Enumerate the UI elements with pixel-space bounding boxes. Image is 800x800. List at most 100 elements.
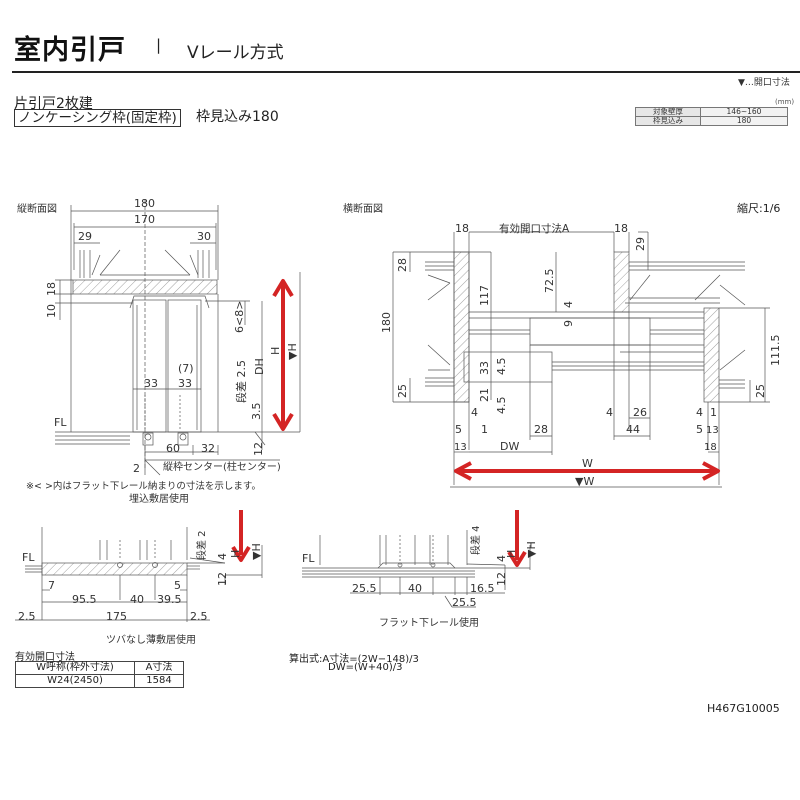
dim-60: 60 xyxy=(166,442,180,455)
dim-4-b: 4 xyxy=(606,406,613,419)
dim-44: 44 xyxy=(626,423,640,436)
width-red-arrow xyxy=(454,461,720,481)
dim-170: 170 xyxy=(134,213,155,226)
formula-dw: DW=(W+40)/3 xyxy=(328,662,403,673)
page-title: 室内引戸 xyxy=(14,35,126,66)
dim-12: 12 xyxy=(252,442,265,456)
cell-w-nominal: W24(2450) xyxy=(15,674,135,688)
dim-117: 117 xyxy=(478,285,491,306)
frame-center-label: 縦枠センター(柱センター) xyxy=(163,460,281,473)
dim-4-5-upper: 4.5 xyxy=(495,358,508,376)
height-red-arrow xyxy=(272,279,294,431)
vertical-section xyxy=(55,200,301,476)
dim-25-5-a: 25.5 xyxy=(352,582,377,595)
dim-H-opening: ▼H xyxy=(250,543,263,560)
title-separator: | xyxy=(156,36,162,54)
dim-4: 4 xyxy=(495,555,508,562)
sill-flat-labels: FL 25.5 40 16.5 25.5 段差 4 4 12 H ▼H フラット… xyxy=(302,525,538,629)
sill-flat-arrow xyxy=(507,510,527,567)
dim-H: H xyxy=(269,347,282,355)
dim-18-left: 18 xyxy=(455,222,469,235)
dim-111-5: 111.5 xyxy=(769,335,782,367)
dim-29: 29 xyxy=(78,230,92,243)
dim-4-c: 4 xyxy=(696,406,703,419)
cell-a-dimension: 1584 xyxy=(134,674,184,688)
dim-9: 9 xyxy=(562,320,575,327)
header-a-dimension: A寸法 xyxy=(134,661,184,675)
frame-depth-label: 枠見込み180 xyxy=(196,109,279,125)
scale-label: 縮尺:1/6 xyxy=(737,202,781,215)
floor-line-label: FL xyxy=(22,551,35,564)
dim-16-5: 16.5 xyxy=(470,582,495,595)
opening-legend: ▼…開口寸法 xyxy=(738,78,790,88)
dim-13-a: 13 xyxy=(454,442,467,453)
sill-flat-caption: フラット下レール使用 xyxy=(379,616,479,629)
opening-table: W呼称(枠外寸法) A寸法 W24(2450) 1584 xyxy=(15,661,184,688)
dim-H: H xyxy=(505,550,518,558)
horizontal-section-labels: 18 有効開口寸法A 18 29 28 117 72.5 4 9 180 111… xyxy=(380,222,782,488)
dim-4-a: 4 xyxy=(471,406,478,419)
dim-opening-A: 有効開口寸法A xyxy=(499,222,570,235)
dim-95-5: 95.5 xyxy=(72,593,97,606)
sill-embedded-labels: 埋込敷居使用 FL 7 5 95.5 40 39.5 2.5 175 2.5 段… xyxy=(18,492,263,646)
opening-table-title: 有効開口寸法 xyxy=(15,652,75,663)
flat-rail-note: ※< >内はフラット下レール納まりの寸法を示します。 xyxy=(26,480,261,492)
dim-5-b: 5 xyxy=(696,423,703,436)
horizontal-section xyxy=(392,231,770,488)
dim-18: 18 xyxy=(45,282,58,296)
vertical-section-title: 縦断面図 xyxy=(17,204,57,215)
dim-28: 28 xyxy=(396,258,409,272)
dim-26: 26 xyxy=(633,406,647,419)
dim-H-opening: ▼H xyxy=(286,343,299,360)
dim-39-5: 39.5 xyxy=(157,593,182,606)
unit-label: (mm) xyxy=(775,98,795,106)
dim-5: 5 xyxy=(174,579,181,592)
dim-7: 7 xyxy=(48,579,55,592)
dim-180: 180 xyxy=(134,197,155,210)
dim-H-opening: ▼H xyxy=(525,541,538,558)
dim-7: (7) xyxy=(178,362,194,375)
dim-175: 175 xyxy=(106,610,127,623)
dim-4-top: 4 xyxy=(562,301,575,308)
sill-flat-drawing xyxy=(302,530,531,608)
dim-10: 10 xyxy=(45,304,58,318)
dim-4: 4 xyxy=(216,553,229,560)
dim-6-8: 6<8> xyxy=(233,301,246,333)
dim-13-b: 13 xyxy=(706,425,719,436)
table-row: W24(2450) 1584 xyxy=(15,674,184,688)
spec-value: 180 xyxy=(700,116,788,126)
dim-25-left: 25 xyxy=(396,384,409,398)
dim-25-5-b: 25.5 xyxy=(452,596,477,609)
dim-H: H xyxy=(229,550,242,558)
dim-step-2-5: 段差 2.5 xyxy=(234,360,248,403)
dim-40: 40 xyxy=(408,582,422,595)
floor-line-label: FL xyxy=(54,416,67,429)
dim-1-b: 1 xyxy=(710,406,717,419)
dim-3-5: 3.5 xyxy=(250,403,263,421)
dim-2: 2 xyxy=(133,462,140,475)
dim-21: 21 xyxy=(478,388,491,402)
dim-5-a: 5 xyxy=(455,423,462,436)
frame-type-label: ノンケーシング枠(固定枠) xyxy=(14,109,181,127)
formula-a: 算出式:A寸法=(2W−148)/3 xyxy=(289,654,419,665)
dim-W-opening: ▼W xyxy=(575,475,594,488)
header-w-nominal: W呼称(枠外寸法) xyxy=(15,661,135,675)
door-type-label: 片引戸2枚建 xyxy=(14,96,93,112)
dim-DH: DH xyxy=(253,358,266,375)
dim-72-5: 72.5 xyxy=(543,269,556,294)
dim-29: 29 xyxy=(634,237,647,251)
dim-18-b: 18 xyxy=(704,442,717,453)
dim-28-b: 28 xyxy=(534,423,548,436)
dim-30: 30 xyxy=(197,230,211,243)
dim-33-right: 33 xyxy=(178,377,192,390)
floor-line-label: FL xyxy=(302,552,315,565)
header-rule xyxy=(12,71,800,73)
dim-W: W xyxy=(582,457,593,470)
product-code: H467G10005 xyxy=(707,702,780,715)
dim-1-a: 1 xyxy=(481,423,488,436)
dim-40: 40 xyxy=(130,593,144,606)
dim-33: 33 xyxy=(478,361,491,375)
dim-4-5-lower: 4.5 xyxy=(495,397,508,415)
